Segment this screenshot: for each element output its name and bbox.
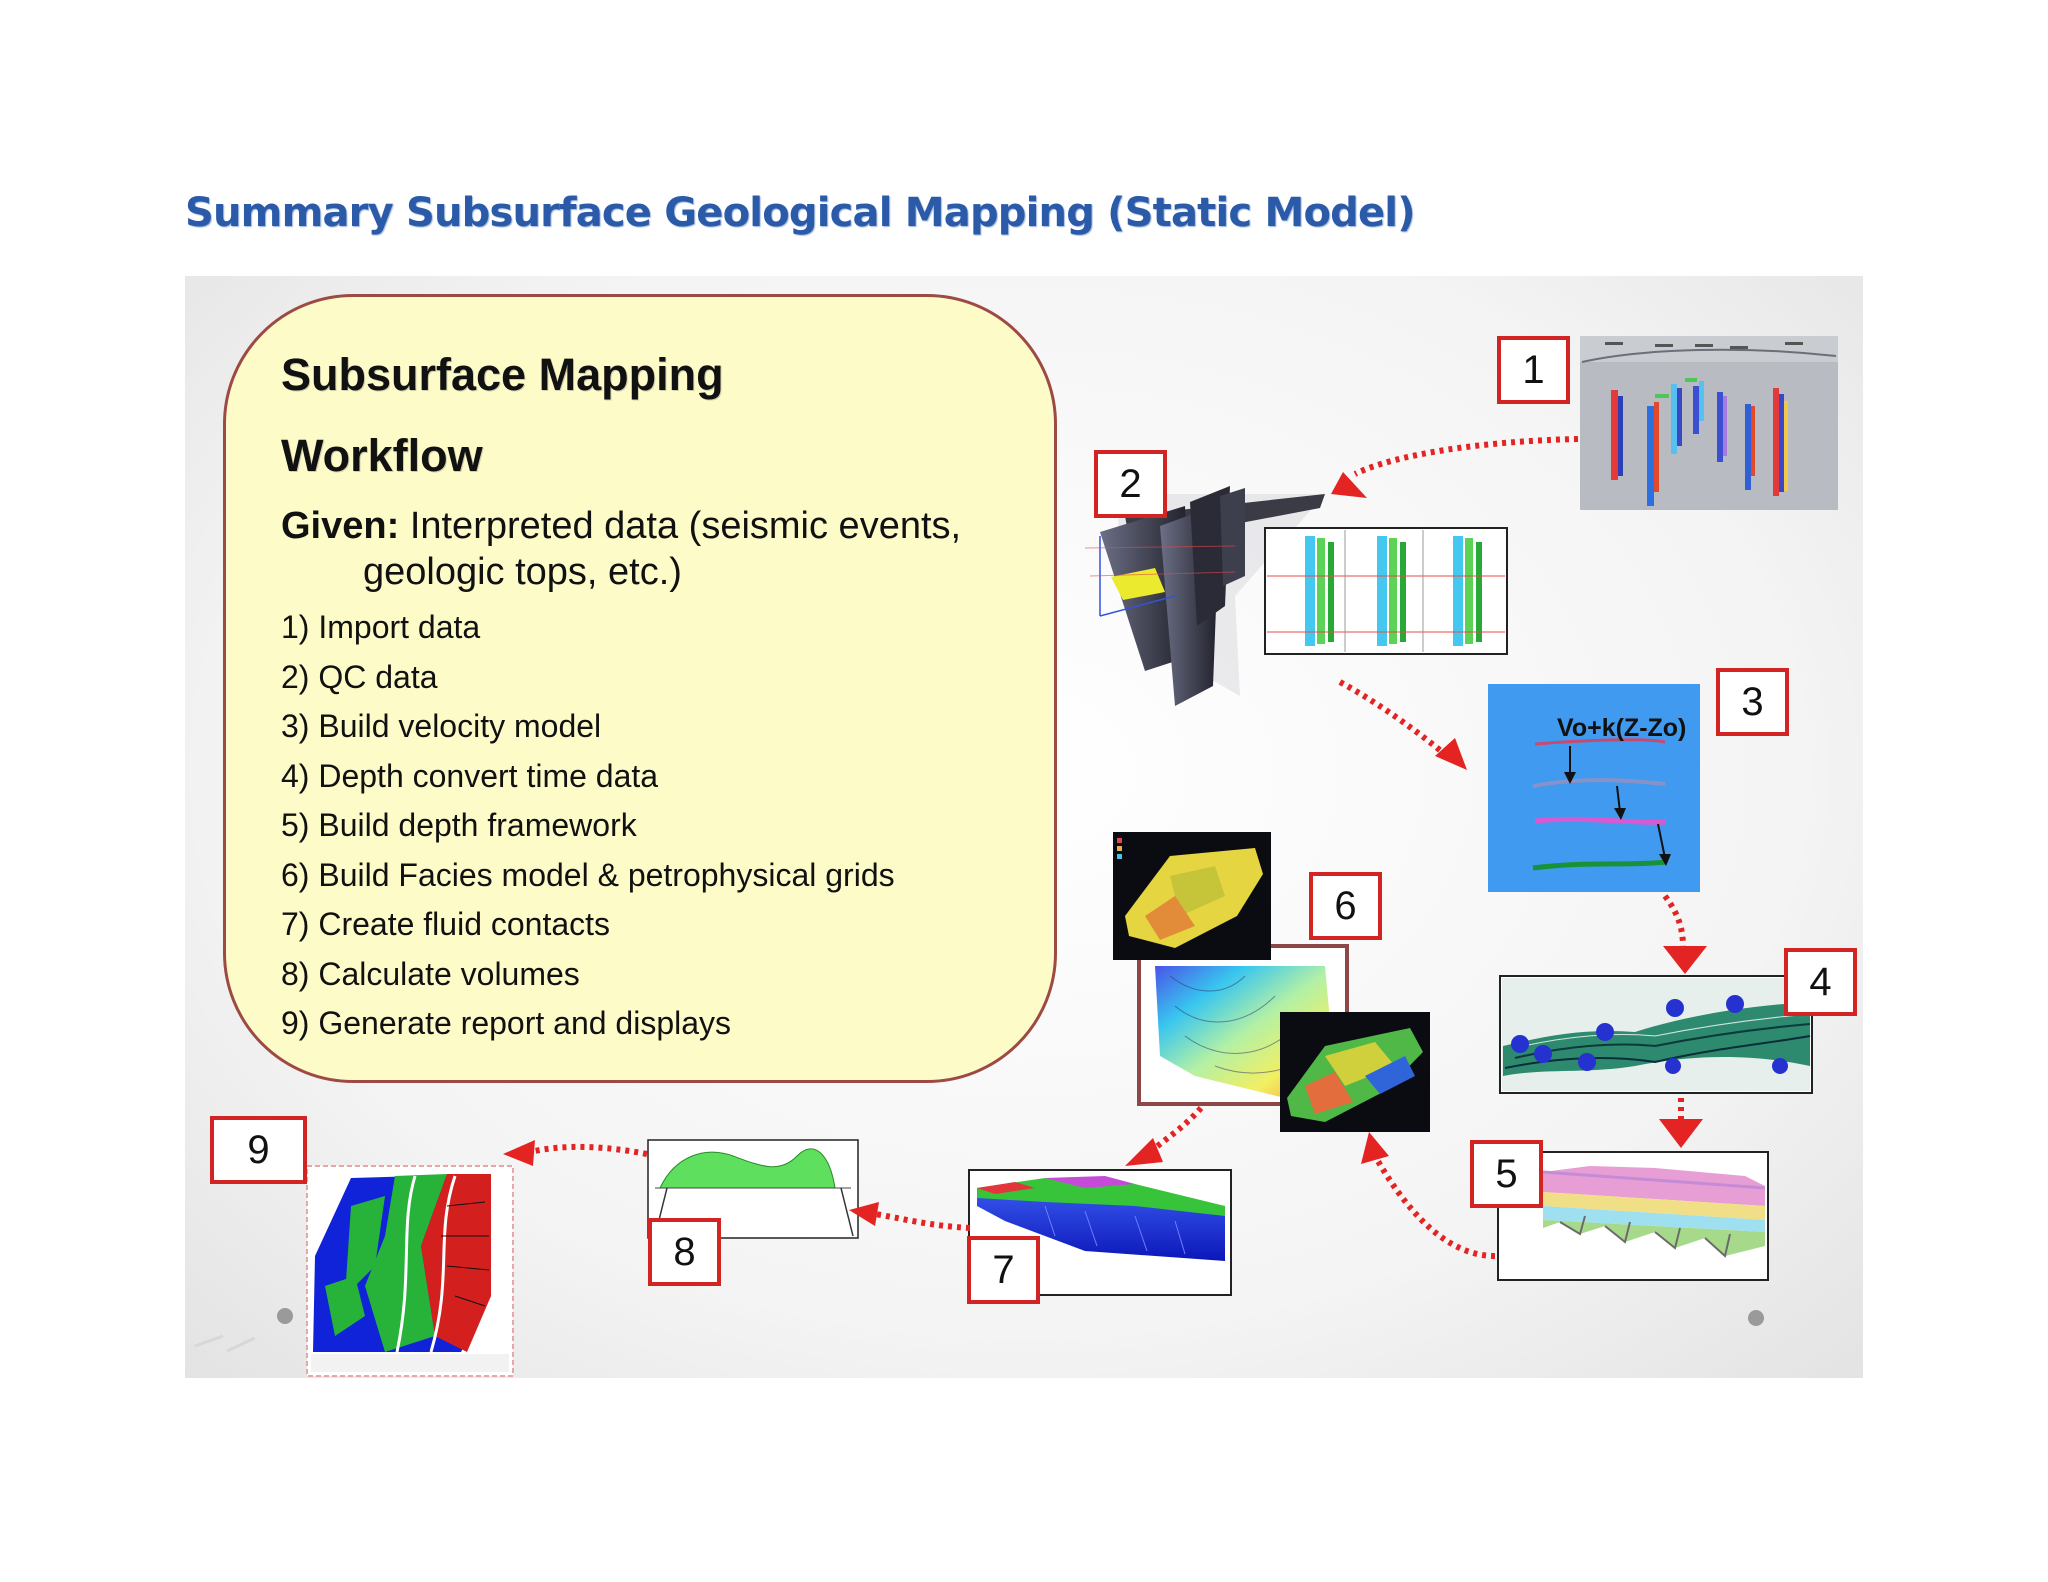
given-text-continued: geologic tops, etc.) xyxy=(363,551,682,593)
callout-9: 9 xyxy=(210,1116,307,1184)
depth-horizons-thumbnail xyxy=(1499,975,1813,1094)
arrow-1-to-2 xyxy=(1331,436,1579,498)
workflow-step: 8) Calculate volumes xyxy=(281,955,580,992)
callout-1: 1 xyxy=(1497,336,1570,404)
given-statement: Given: Interpreted data (seismic events,… xyxy=(281,503,961,595)
slide-nav-dot xyxy=(277,1308,293,1324)
given-text: Interpreted data (seismic events, xyxy=(409,505,962,547)
document-title: Summary Subsurface Geological Mapping (S… xyxy=(185,190,1416,236)
workflow-step: 2) QC data xyxy=(281,658,438,695)
workflow-slide: Subsurface Mapping Workflow Given: Inter… xyxy=(185,276,1863,1378)
workflow-step: 9) Generate report and displays xyxy=(281,1005,732,1041)
workflow-subtitle: Workflow xyxy=(281,430,483,481)
workflow-title: Subsurface Mapping xyxy=(281,349,724,400)
callout-2: 2 xyxy=(1094,450,1167,518)
callout-7: 7 xyxy=(967,1236,1040,1304)
arrow-4-to-5 xyxy=(1659,1098,1703,1148)
arrow-2-to-3 xyxy=(1338,679,1467,770)
workflow-steps-list: 1) Import data 2) QC data 3) Build veloc… xyxy=(281,603,895,1049)
arrow-3-to-4 xyxy=(1662,894,1707,974)
callout-8: 8 xyxy=(648,1218,721,1286)
workflow-step: 3) Build velocity model xyxy=(281,708,602,744)
arrow-8-to-9 xyxy=(503,1140,648,1166)
callout-3: 3 xyxy=(1716,668,1789,736)
velocity-formula: Vo+k(Z-Zo) xyxy=(1557,714,1687,742)
workflow-step: 7) Create fluid contacts xyxy=(281,906,611,942)
facies-map-report-thumbnail xyxy=(306,1165,514,1377)
given-label: Given: xyxy=(281,505,400,547)
well-correlation-thumbnail xyxy=(1580,336,1838,510)
arrow-7-to-8 xyxy=(849,1202,971,1231)
workflow-text-box: Subsurface Mapping Workflow Given: Inter… xyxy=(223,294,1057,1083)
callout-6: 6 xyxy=(1309,872,1382,940)
slide-decoration xyxy=(194,1334,256,1353)
slide-nav-dot xyxy=(1748,1310,1764,1326)
workflow-step: 1) Import data xyxy=(281,609,481,645)
seismic-volume-thumbnail xyxy=(1084,486,1508,706)
facies-model-thumbnail xyxy=(1113,832,1430,1132)
callout-4: 4 xyxy=(1784,948,1857,1016)
arrow-6-to-7 xyxy=(1125,1106,1204,1166)
workflow-step: 4) Depth convert time data xyxy=(281,757,659,794)
well-header-labels xyxy=(1605,342,1803,349)
callout-5: 5 xyxy=(1470,1140,1543,1208)
workflow-step: 5) Build depth framework xyxy=(281,807,637,843)
workflow-step: 6) Build Facies model & petrophysical gr… xyxy=(281,856,895,893)
